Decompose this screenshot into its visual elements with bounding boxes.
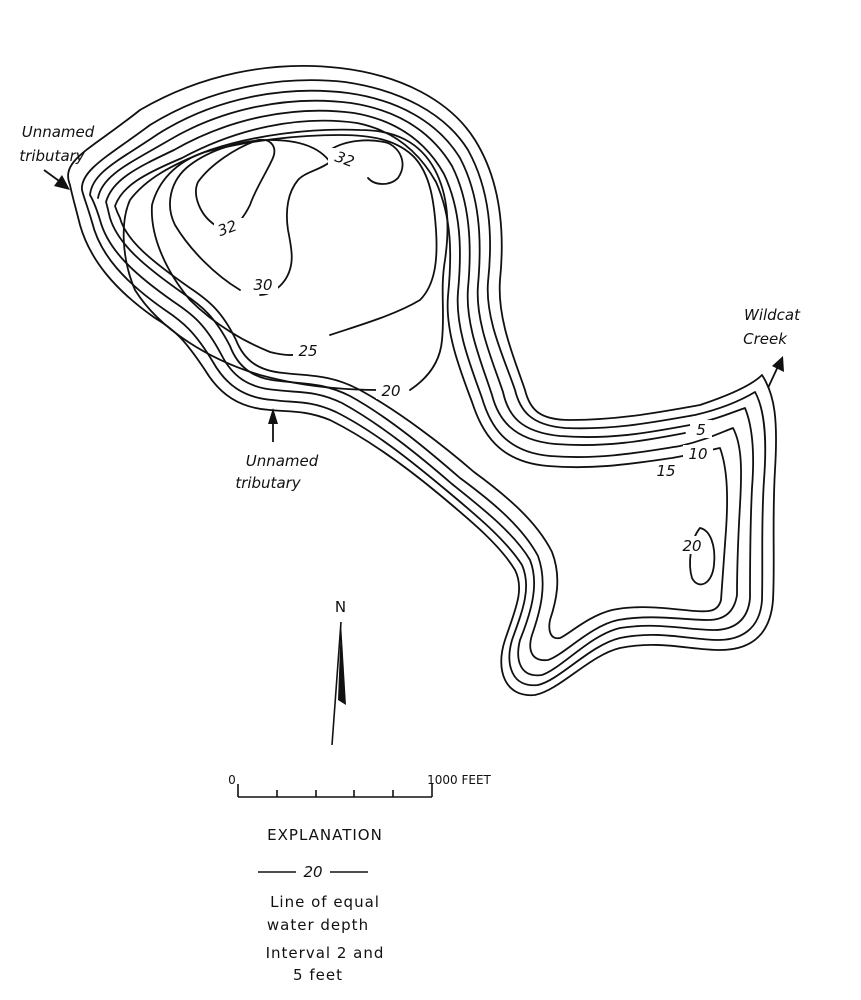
contour-label-25: 25	[298, 342, 317, 360]
contour-line-30	[169, 139, 331, 296]
creek-label-line2: Creek	[743, 330, 788, 348]
legend: EXPLANATION 20 Line of equal water depth…	[258, 826, 385, 984]
contour-line-32-west	[195, 138, 276, 229]
contour-label-20-main: 20	[381, 382, 400, 400]
tributary-s-label-line1: Unnamed	[246, 452, 319, 470]
contour-lines	[67, 65, 777, 696]
contour-line-inner-1	[81, 79, 767, 686]
scale-end-label: 1000 FEET	[427, 773, 491, 787]
north-label: N	[335, 598, 347, 616]
contour-label-32-north: 32	[333, 148, 357, 171]
contour-label-5: 5	[696, 421, 706, 439]
contour-line-inner-2	[89, 89, 755, 677]
north-arrow: N	[331, 598, 347, 746]
contour-line-25	[150, 134, 438, 356]
feature-wildcat-creek: Wildcat Creek	[743, 306, 801, 389]
legend-description-line2: water depth	[267, 916, 369, 934]
contour-label-30: 30	[253, 276, 272, 294]
contour-line-15	[114, 119, 728, 640]
tributary-s-label-line2: tributary	[235, 474, 301, 492]
feature-tributary-nw: Unnamed tributary	[19, 123, 95, 190]
contour-label-10: 10	[688, 445, 707, 463]
legend-interval-line2: 5 feet	[293, 966, 343, 984]
shoreline	[67, 65, 777, 696]
legend-description-line1: Line of equal	[270, 893, 380, 911]
tributary-nw-label-line2: tributary	[19, 147, 85, 165]
creek-arrow-icon	[772, 356, 784, 372]
contour-label-20-east: 20	[682, 537, 701, 555]
legend-sample-value: 20	[303, 863, 322, 881]
tributary-s-arrow-icon	[268, 408, 278, 424]
contour-label-15: 15	[656, 462, 675, 480]
scale-bar: 0 1000 FEET	[228, 773, 492, 798]
contour-line-10	[105, 109, 742, 661]
tributary-nw-arrow-icon	[54, 175, 70, 190]
scale-start-label: 0	[228, 773, 236, 787]
contour-label-32-west: 32	[215, 217, 239, 240]
north-arrow-icon	[338, 622, 346, 705]
north-arrow-shaft	[331, 621, 342, 746]
contour-line-20	[122, 128, 449, 391]
creek-label-line1: Wildcat	[744, 306, 801, 324]
contour-labels: 32 32 30 25 20 5 10 15 20	[215, 148, 707, 555]
legend-title: EXPLANATION	[267, 826, 383, 844]
tributary-nw-label-line1: Unnamed	[22, 123, 95, 141]
contour-line-32-north	[329, 139, 404, 185]
legend-interval-line1: Interval 2 and	[266, 944, 385, 962]
feature-tributary-south: Unnamed tributary	[235, 408, 319, 492]
contour-line-5	[97, 99, 686, 446]
